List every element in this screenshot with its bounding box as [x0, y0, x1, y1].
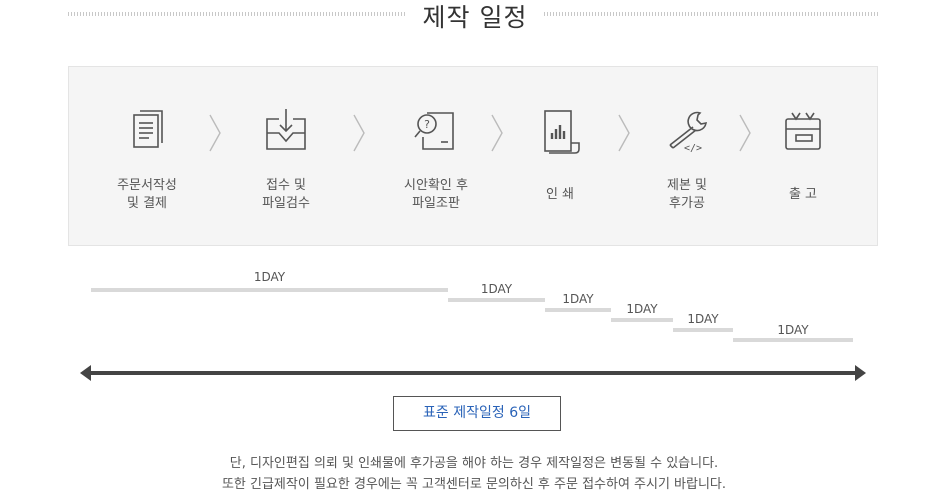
duration-bar — [545, 308, 611, 312]
standard-schedule-badge: 표준 제작일정 6일 — [393, 396, 561, 431]
duration-label: 1DAY — [562, 292, 594, 306]
step-printing: 인 쇄 — [500, 107, 620, 204]
shipping-box-icon — [785, 112, 821, 150]
step-label: 인 쇄 — [545, 187, 575, 202]
wrench-code-icon: </> — [669, 111, 707, 154]
step-label: 시안확인 후 파일조판 — [404, 178, 468, 211]
duration-bar — [91, 288, 448, 292]
duration-bar — [611, 318, 673, 322]
duration-bar — [673, 328, 733, 332]
timeline-double-arrow — [80, 365, 866, 381]
duration-bar — [448, 298, 545, 302]
duration-label: 1DAY — [687, 312, 719, 326]
step-label: 주문서작성 및 결제 — [117, 178, 177, 211]
process-steps-panel: 주문서작성 및 결제 접수 및 파일검수 ? 시안확인 후 파일조판 — [68, 66, 878, 246]
step-order-payment: 주문서작성 및 결제 — [87, 107, 207, 213]
duration-label: 1DAY — [777, 323, 809, 337]
print-chart-icon — [544, 110, 580, 154]
notice-text: 또한 긴급제작이 필요한 경우에는 꼭 고객센터로 문의하신 후 주문 접수하여… — [221, 477, 727, 492]
step-proof-layout: ? 시안확인 후 파일조판 — [376, 107, 496, 213]
section-header: 제작 일정 — [68, 0, 880, 32]
chevron-right-icon — [618, 114, 630, 152]
dotted-divider-left — [68, 12, 406, 16]
step-label: 제본 및 후가공 — [666, 178, 707, 211]
duration-label: 1DAY — [480, 282, 513, 296]
duration-bar — [733, 338, 853, 342]
step-label: 출 고 — [788, 187, 818, 202]
document-stack-icon — [133, 110, 163, 148]
chevron-right-icon — [209, 114, 221, 152]
dotted-divider-right — [544, 12, 880, 16]
svg-text:?: ? — [424, 118, 430, 131]
step-receipt-check: 접수 및 파일검수 — [226, 107, 346, 213]
duration-label: 1DAY — [253, 270, 286, 284]
svg-text:</>: </> — [684, 143, 702, 154]
chevron-right-icon — [491, 114, 503, 152]
duration-label: 1DAY — [626, 302, 658, 316]
step-label: 접수 및 파일검수 — [262, 178, 310, 211]
chevron-right-icon — [739, 114, 751, 152]
document-search-icon: ? — [414, 112, 454, 150]
notice-text: 단, 디자인편집 의뢰 및 인쇄물에 후가공을 해야 하는 경우 제작일정은 변… — [229, 456, 719, 471]
page-title: 제작 일정 — [422, 3, 528, 32]
step-shipping: 출 고 — [743, 107, 863, 204]
inbox-download-icon — [266, 109, 306, 150]
chevron-right-icon — [353, 114, 365, 152]
step-binding-finishing: </> 제본 및 후가공 — [627, 107, 747, 213]
